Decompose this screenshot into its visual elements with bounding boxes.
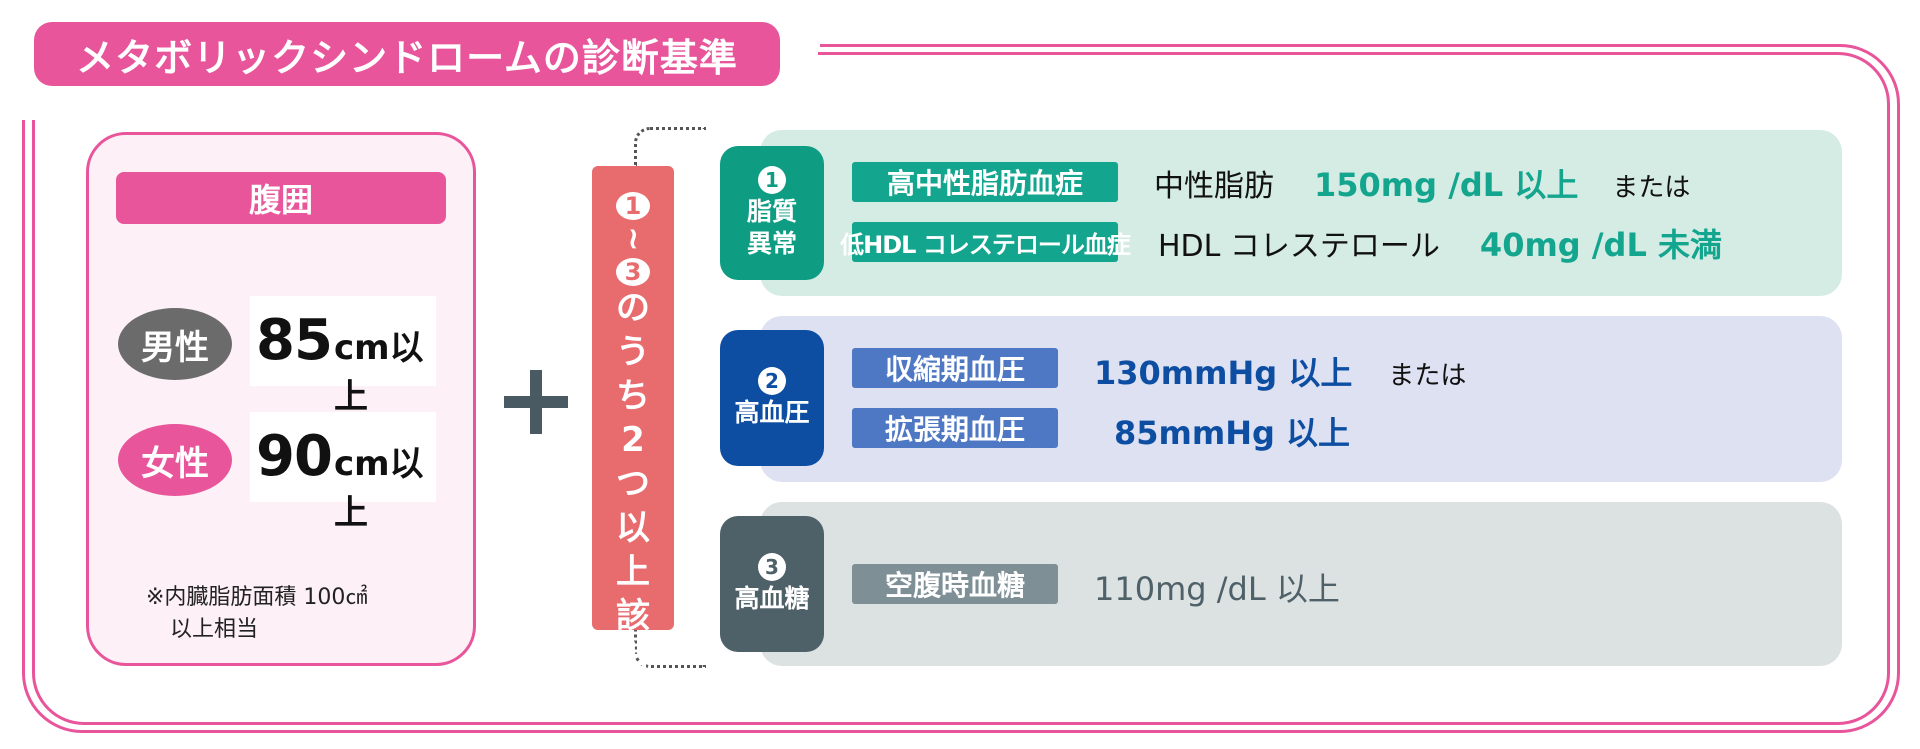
glucose-value: 110mg /dL 以上 [1094, 570, 1340, 608]
outer-frame [22, 44, 1900, 733]
dotted-connector-top [634, 127, 706, 167]
systolic-value: 130mmHg 以上 [1094, 354, 1353, 392]
female-badge: 女性 [118, 424, 232, 496]
tab-char: 上 [616, 552, 650, 592]
triglyceride-item: 中性脂肪 [1154, 169, 1274, 204]
tab-char: 以 [616, 508, 650, 548]
triglyceride-value: 150mg /dL 以上 [1314, 166, 1579, 204]
glucose-criterion: 110mg /dL 以上 [1094, 564, 1340, 610]
lipid-name-line1: 脂質 [746, 197, 797, 226]
waist-heading: 腹囲 [116, 172, 446, 224]
title-rule [818, 52, 1818, 55]
tab-char: の [616, 288, 650, 328]
diastolic-criterion: 85mmHg 以上 [1114, 408, 1350, 454]
hypertension-number: 2 [758, 367, 786, 395]
systolic-criterion: 130mmHg 以上 または [1094, 348, 1466, 394]
hypertriglyceridemia-label: 高中性脂肪血症 [852, 162, 1118, 202]
lipid-badge: 1 脂質 異常 [720, 146, 824, 280]
visceral-fat-note: ※内臓脂肪面積 100㎠ 以上相当 [146, 582, 367, 646]
male-threshold: 85 cm以上 [250, 296, 436, 417]
male-value: 85 [256, 308, 333, 373]
tab-char: つ [616, 464, 650, 504]
hdl-item: HDL コレステロール [1158, 229, 1440, 264]
tab-char: 2 [621, 420, 645, 460]
hyperglycemia-badge: 3 高血糖 [720, 516, 824, 652]
systolic-label: 収縮期血圧 [852, 348, 1058, 388]
tab-start-number: 1 [616, 192, 650, 220]
tab-end-number: 3 [616, 258, 650, 286]
plus-icon-vertical [530, 370, 542, 434]
hyperglycemia-name: 高血糖 [734, 584, 810, 613]
blood-pressure-panel [760, 316, 1842, 482]
male-unit: cm以上 [333, 328, 424, 417]
triglyceride-criterion: 中性脂肪 150mg /dL 以上 または [1154, 160, 1690, 206]
tab-char: 当 [616, 640, 650, 680]
tab-char: う [616, 332, 650, 372]
hdl-criterion: HDL コレステロール 40mg /dL 未満 [1158, 220, 1722, 266]
female-threshold: 90 cm以上 [250, 412, 436, 533]
or-conjunction: または [1612, 173, 1691, 203]
hyperglycemia-number: 3 [758, 553, 786, 581]
or-conjunction: または [1388, 361, 1467, 391]
tab-char: ち [616, 376, 650, 416]
lipid-name-line2: 異常 [746, 229, 797, 258]
diastolic-value: 85mmHg 以上 [1114, 414, 1351, 452]
dotted-connector-bottom [634, 628, 706, 668]
hdl-value: 40mg /dL 未満 [1479, 226, 1722, 264]
tab-tilde: ~ [615, 226, 651, 252]
criteria-count-tab: 1 ~ 3 の う ち 2 つ 以 上 該 当 [592, 166, 674, 680]
hypertension-name: 高血圧 [734, 398, 810, 427]
lipid-number: 1 [758, 166, 786, 194]
hypertension-badge: 2 高血圧 [720, 330, 824, 466]
female-value: 90 [256, 424, 333, 489]
low-hdl-label: 低HDL コレステロール血症 [840, 222, 1131, 262]
fasting-glucose-label: 空腹時血糖 [852, 564, 1058, 604]
tab-char: 該 [616, 596, 650, 636]
page-title: メタボリックシンドロームの診断基準 [34, 22, 780, 86]
female-unit: cm以上 [333, 444, 424, 533]
lipid-panel [760, 130, 1842, 296]
note-line-2: 以上相当 [170, 617, 259, 642]
diastolic-label: 拡張期血圧 [852, 408, 1058, 448]
note-line-1: ※内臓脂肪面積 100㎠ [146, 585, 368, 610]
male-badge: 男性 [118, 308, 232, 380]
